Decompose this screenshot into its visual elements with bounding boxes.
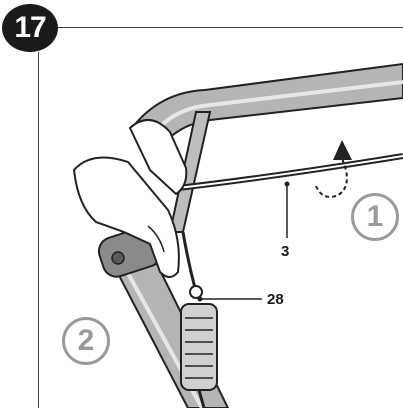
lower-hand [72,156,180,278]
step-number-badge: 17 [2,4,58,52]
frame-left-line [38,52,39,408]
upper-hand [128,119,188,196]
cable-spring [180,303,218,391]
callout-2: 2 [62,317,110,365]
part-label-28: 28 [267,291,284,308]
part-label-3: 3 [281,243,290,260]
callout-1: 1 [351,193,399,241]
cable [181,231,198,293]
frame-top-line [58,27,403,28]
rotate-arrow [315,157,348,198]
